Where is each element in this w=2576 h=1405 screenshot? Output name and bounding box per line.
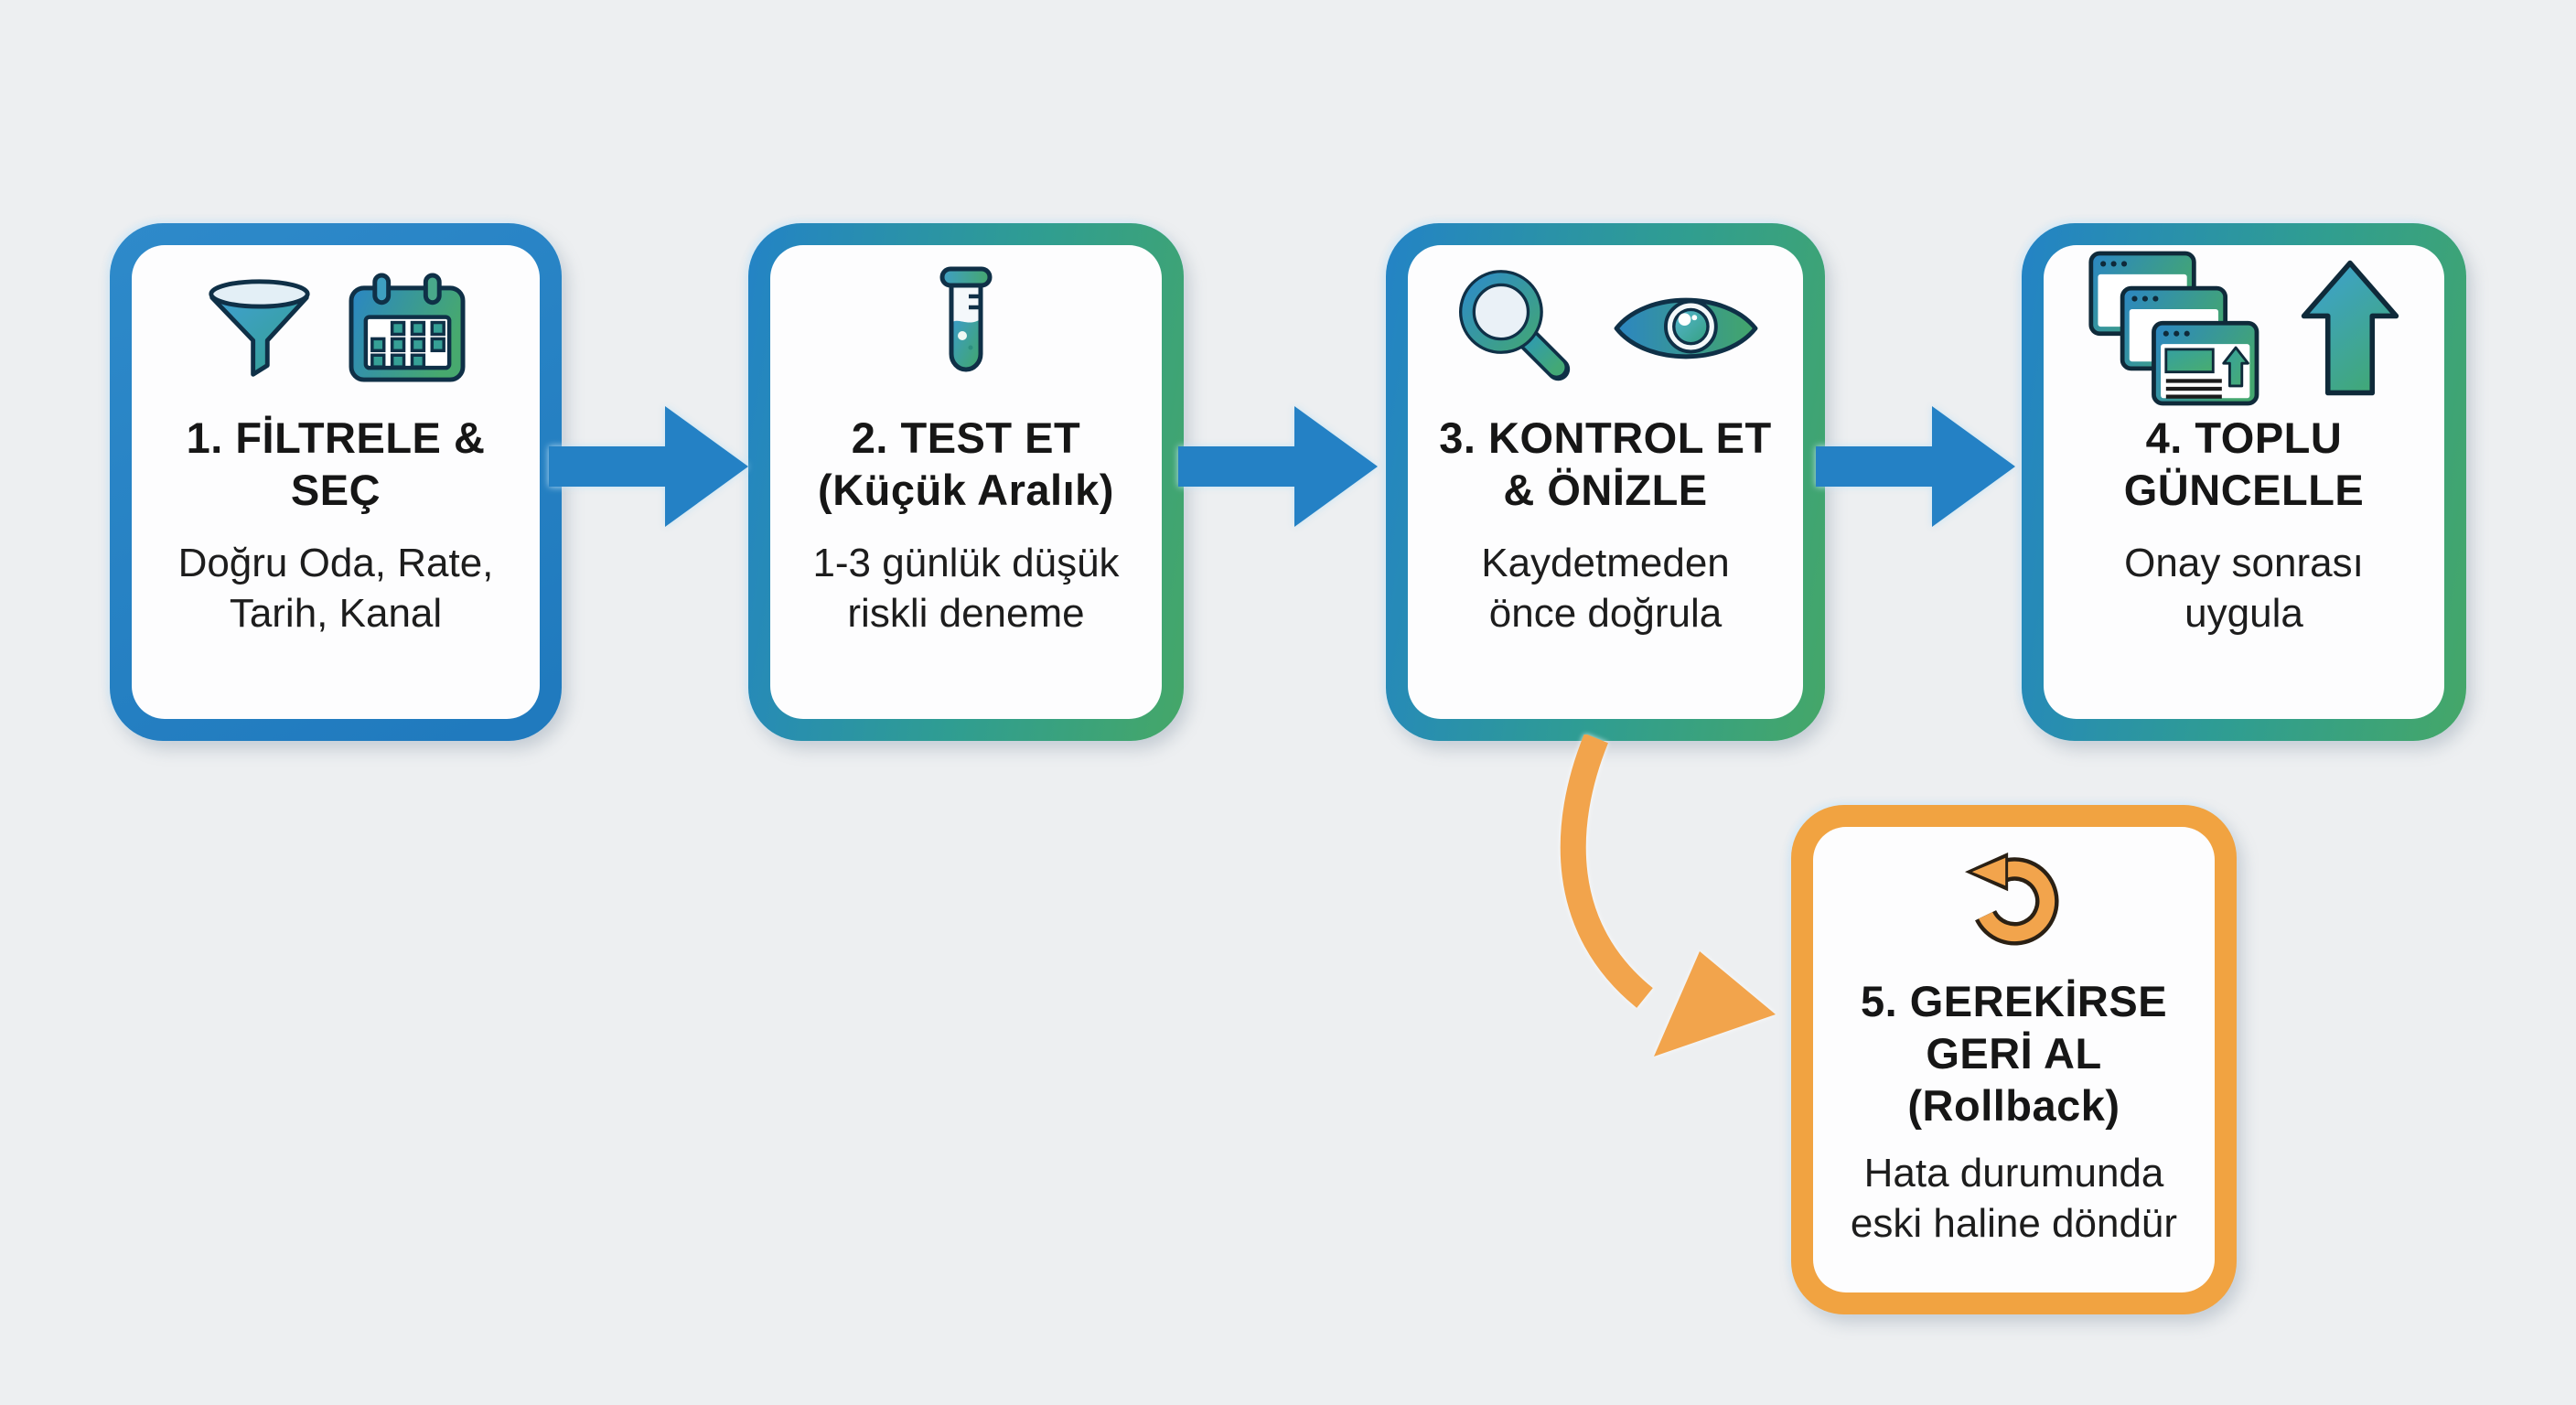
title-line: SEÇ [290, 466, 381, 514]
title-line: (Küçük Aralık) [818, 466, 1114, 514]
arrow-step2-to-step3 [1178, 406, 1378, 527]
test-tube-icon [939, 266, 993, 372]
eye-icon [1614, 297, 1758, 359]
title-line: GÜNCELLE [2123, 466, 2365, 514]
step-1-card-inner: 1. FİLTRELE & SEÇ Doğru Oda, Rate, Tarih… [132, 245, 540, 719]
title-line: 3. KONTROL ET [1439, 413, 1772, 462]
step-3-title: 3. KONTROL ET & ÖNİZLE [1439, 412, 1771, 516]
windows-stack-icon [2088, 251, 2259, 406]
subtitle-line: riskli deneme [847, 591, 1085, 636]
step-2-icons [927, 260, 1005, 397]
step-3-subtitle: Kaydetmeden önce doğrula [1481, 538, 1730, 638]
step-2-title: 2. TEST ET (Küçük Aralık) [818, 412, 1114, 516]
funnel-icon [209, 279, 310, 377]
title-line: 2. TEST ET [851, 413, 1081, 462]
magnifier-icon [1458, 270, 1571, 381]
arrow-step1-to-step2 [549, 406, 748, 527]
step-4-title: 4. TOPLU GÜNCELLE [2124, 412, 2365, 516]
subtitle-line: Onay sonrası [2124, 541, 2364, 585]
title-line: 1. FİLTRELE & [186, 413, 486, 462]
step-3-card-inner: 3. KONTROL ET & ÖNİZLE Kaydetmeden önce … [1408, 245, 1803, 719]
step-5-card-inner: 5. GEREKİRSE GERİ AL (Rollback) Hata dur… [1813, 827, 2215, 1292]
step-3-card: 3. KONTROL ET & ÖNİZLE Kaydetmeden önce … [1386, 223, 1825, 741]
subtitle-line: Tarih, Kanal [229, 591, 443, 636]
title-line: & ÖNİZLE [1503, 466, 1708, 514]
subtitle-line: önce doğrula [1488, 591, 1723, 636]
step-1-title: 1. FİLTRELE & SEÇ [187, 412, 486, 516]
subtitle-line: uygula [2184, 591, 2303, 636]
step-1-icons [203, 260, 468, 397]
step-5-subtitle: Hata durumunda eski haline döndür [1851, 1148, 2177, 1249]
arrow-step3-to-step5-rollback [1560, 735, 1776, 1056]
subtitle-line: Kaydetmeden [1481, 541, 1730, 585]
step-5-icons [1960, 842, 2068, 960]
step-1-subtitle: Doğru Oda, Rate, Tarih, Kanal [178, 538, 494, 638]
title-line: 5. GEREKİRSE [1860, 977, 2168, 1025]
undo-icon [1964, 852, 2059, 946]
calendar-icon [349, 273, 466, 382]
up-arrow-icon [2301, 260, 2399, 396]
step-1-card: 1. FİLTRELE & SEÇ Doğru Oda, Rate, Tarih… [110, 223, 562, 741]
step-3-icons [1451, 260, 1760, 397]
step-4-subtitle: Onay sonrası uygula [2124, 538, 2364, 638]
subtitle-line: eski haline döndür [1850, 1201, 2178, 1246]
subtitle-line: Hata durumunda [1863, 1151, 2164, 1196]
step-5-card: 5. GEREKİRSE GERİ AL (Rollback) Hata dur… [1791, 805, 2237, 1314]
subtitle-line: 1-3 günlük düşük [812, 541, 1120, 585]
title-line: (Rollback) [1907, 1081, 2120, 1130]
step-2-card: 2. TEST ET (Küçük Aralık) 1-3 günlük düş… [748, 223, 1184, 741]
step-4-card: 4. TOPLU GÜNCELLE Onay sonrası uygula [2022, 223, 2466, 741]
step-4-icons [2088, 251, 2401, 406]
step-2-card-inner: 2. TEST ET (Küçük Aralık) 1-3 günlük düş… [770, 245, 1162, 719]
title-line: GERİ AL [1926, 1029, 2102, 1078]
title-line: 4. TOPLU [2145, 413, 2343, 462]
subtitle-line: Doğru Oda, Rate, [177, 541, 494, 585]
step-5-title: 5. GEREKİRSE GERİ AL (Rollback) [1861, 975, 2167, 1132]
step-2-subtitle: 1-3 günlük düşük riskli deneme [812, 538, 1119, 638]
arrow-step3-to-step4 [1816, 406, 2015, 527]
step-4-card-inner: 4. TOPLU GÜNCELLE Onay sonrası uygula [2044, 245, 2444, 719]
